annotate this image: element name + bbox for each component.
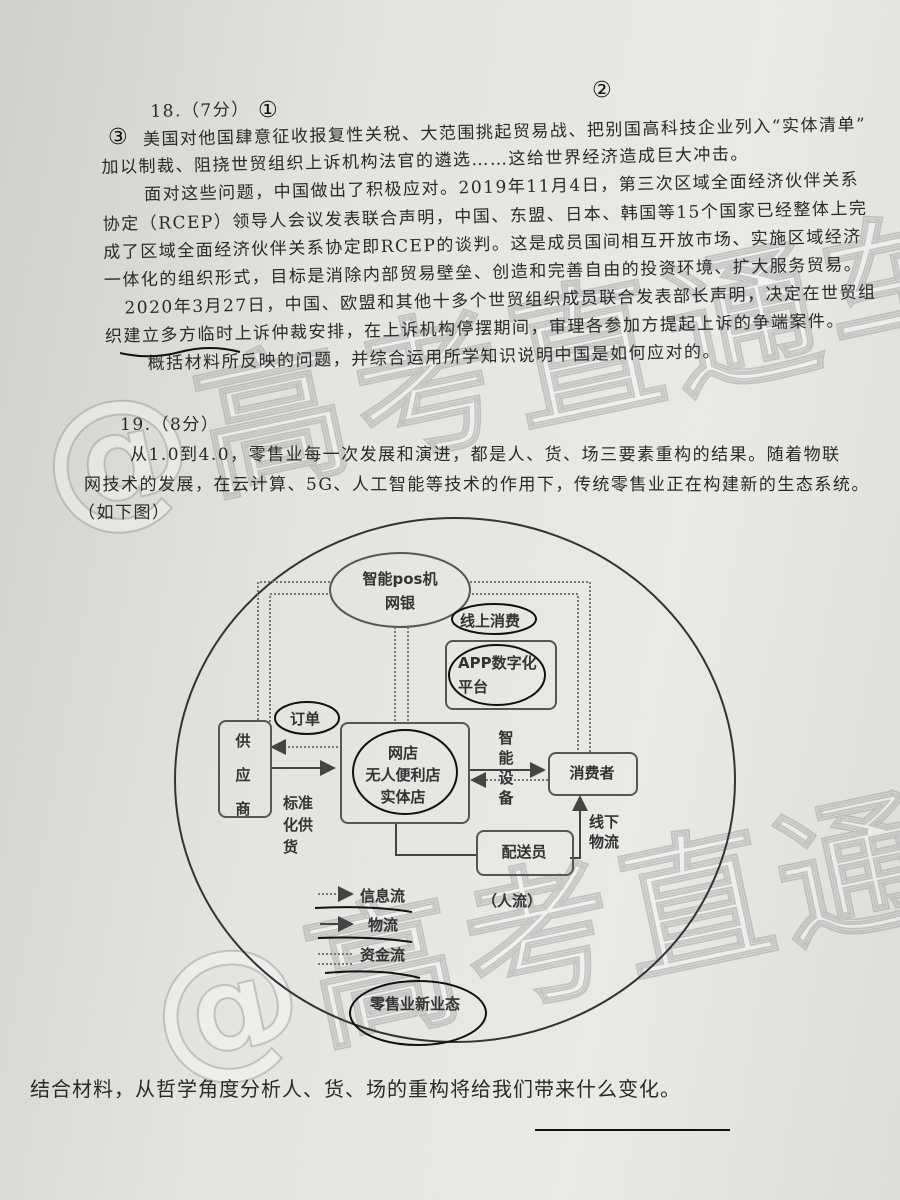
store-label: 实体店 [380,788,426,806]
order-label: 订单 [290,710,321,728]
app-platform-box [445,640,557,710]
outer-circle [174,517,736,1043]
consumer-label: 消费者 [569,764,615,782]
legend-logistics: 物流 [368,916,399,934]
consumer-box [548,752,638,796]
pos-label: 网银 [384,594,415,612]
pos-ellipse [329,552,471,628]
app-label: APP数字化 [458,654,537,672]
smart-device-label: 智能设备 [498,729,522,807]
annotation-two: ② [592,78,612,103]
courier-label: 配送员 [501,843,547,861]
online-consumption-label: 线上消费 [460,612,521,630]
q19-question: 结合材料，从哲学角度分析人、货、场的重构将给我们带来什么变化。 [30,1077,681,1101]
supplier-box [218,720,272,818]
new-retail-label: 零售业新业态 [370,995,461,1013]
legend-info-flow: 信息流 [360,887,406,905]
q19-line: 从1.0到4.0，零售业每一次发展和演进，都是人、货、场三要素重构的结果。随着物… [130,445,841,465]
q19-line: （如下图） [78,503,171,523]
q19-number: 19.（8分） [120,415,220,435]
q19-line: 网技术的发展，在云计算、5G、人工智能等技术的作用下，传统零售业正在构建新的生态… [84,475,870,495]
store-label: 无人便利店 [365,766,441,784]
standard-supply-label: 标准化供货 [283,794,314,856]
annotation-one: ① [258,98,278,123]
store-label: 网店 [387,744,418,762]
legend-capital-flow: 资金流 [360,946,406,964]
offline-logistics-label: 线下物流 [588,813,619,851]
annotation-three: ③ [108,125,128,150]
courier-box [476,830,574,876]
app-label: 平台 [458,678,489,696]
store-box [340,722,470,824]
pos-label: 智能pos机 [362,570,438,588]
supplier-label: 供应商 [235,732,251,818]
people-flow-label: （人流） [482,892,543,910]
